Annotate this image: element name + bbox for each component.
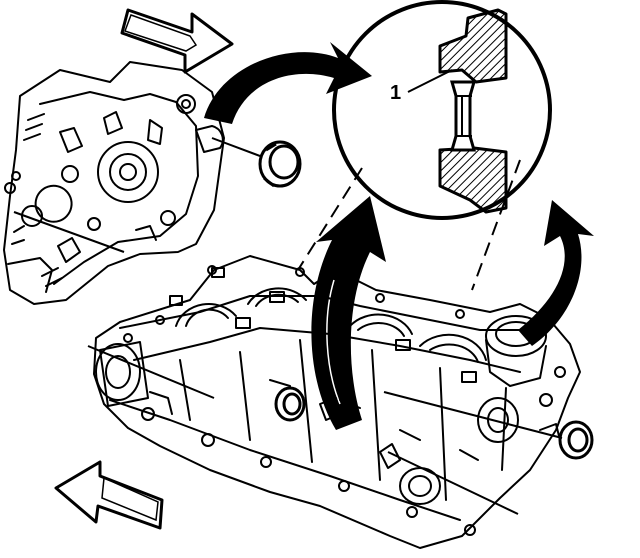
callout-1-label: 1 — [390, 82, 401, 104]
rear-seal-part — [558, 420, 594, 460]
direction-arrow-top-icon — [120, 8, 234, 74]
alignment-lines — [13, 211, 563, 515]
curved-arrow-center-icon — [311, 196, 386, 430]
projection-lines — [297, 159, 521, 291]
front-seal-part — [258, 140, 302, 188]
seal-detail-view: 1 — [332, 0, 552, 220]
center-seal-part — [274, 386, 306, 422]
curved-arrow-right-icon — [518, 200, 594, 346]
callout-1-leader — [407, 69, 453, 93]
curved-arrow-top-icon — [204, 42, 372, 124]
direction-arrow-bottom-icon — [54, 460, 164, 530]
front-cover-assembly — [3, 61, 225, 305]
engine-block — [93, 255, 581, 549]
